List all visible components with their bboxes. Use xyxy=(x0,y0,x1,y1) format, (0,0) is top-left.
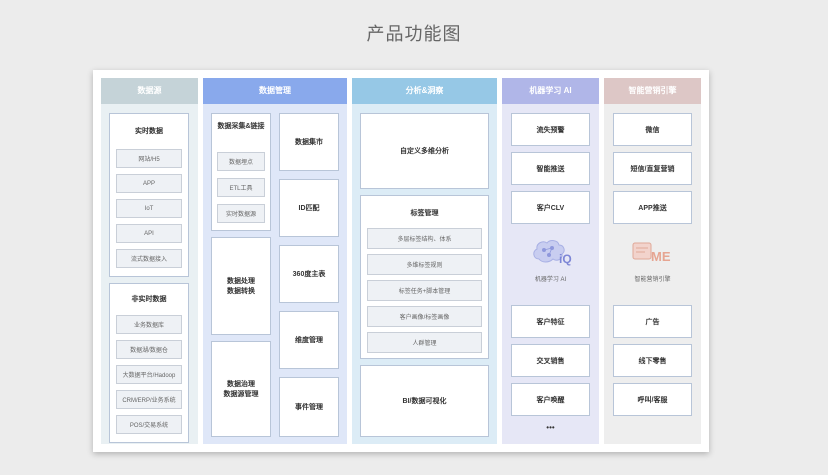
brain-icon: iQ xyxy=(532,240,572,266)
ml-logo: iQ 机器学习 AI xyxy=(502,237,599,283)
tag-mgmt-group: 标签管理 多层标签结构、体系 多维标签规则 标签任务+脚本管理 客户画像/标签画… xyxy=(360,195,489,359)
tag-mgmt-item: 多层标签结构、体系 xyxy=(367,228,482,249)
ads-box: 广告 xyxy=(613,305,692,338)
bi-visualization-box: BI/数据可视化 xyxy=(360,365,489,437)
more-ellipsis: ••• xyxy=(546,423,555,432)
call-service-box: 呼叫/客服 xyxy=(613,383,692,416)
data-collect-group: 数据采集&链接 数据埋点 ETL工具 实时数据源 xyxy=(211,113,271,231)
column-analysis: 分析&洞察 自定义多维分析 标签管理 多层标签结构、体系 多维标签规则 标签任务… xyxy=(352,78,497,444)
offline-data-group: 非实时数据 业务数据库 数据湖/数据仓 大数据平台/Hadoop CRM/ERP… xyxy=(109,283,189,443)
data-collect-item: ETL工具 xyxy=(217,178,265,197)
cross-sell-box: 交叉销售 xyxy=(511,344,590,377)
column-header-analysis: 分析&洞察 xyxy=(352,78,497,104)
column-datamgmt: 数据管理 数据采集&链接 数据埋点 ETL工具 实时数据源 数据处理 数据转换 … xyxy=(203,78,347,444)
ml-logo-caption: 机器学习 AI xyxy=(534,277,567,283)
sms-direct-box: 短信/直复营销 xyxy=(613,152,692,185)
realtime-source-item: 流式数据接入 xyxy=(116,249,182,268)
column-header-ml: 机器学习 AI xyxy=(502,78,599,104)
column-header-datasource: 数据源 xyxy=(101,78,198,104)
realtime-data-title: 实时数据 xyxy=(135,128,163,135)
app-push-box: APP推送 xyxy=(613,191,692,224)
column-ml: 机器学习 AI 流失预警 智能推送 客户CLV iQ 机器学习 AI 客户特征 … xyxy=(502,78,599,444)
realtime-data-group: 实时数据 网站/H5 APP IoT API 流式数据接入 xyxy=(109,113,189,277)
data-collect-item: 实时数据源 xyxy=(217,204,265,223)
column-header-marketing: 智能营销引擎 xyxy=(604,78,701,104)
offline-source-item: 业务数据库 xyxy=(116,315,182,334)
marketing-logo-caption: 智能营销引擎 xyxy=(634,277,671,283)
page-title: 产品功能图 xyxy=(366,24,462,44)
tag-mgmt-item: 多维标签规则 xyxy=(367,254,482,275)
data-govern-box: 数据治理 数据源管理 xyxy=(211,341,271,437)
offline-source-item: 数据湖/数据仓 xyxy=(116,340,182,359)
column-header-datamgmt: 数据管理 xyxy=(203,78,347,104)
offline-source-item: 大数据平台/Hadoop xyxy=(116,365,182,384)
realtime-source-item: IoT xyxy=(116,199,182,218)
tag-mgmt-title: 标签管理 xyxy=(410,210,439,217)
tag-mgmt-item: 标签任务+脚本管理 xyxy=(367,280,482,301)
marketing-logo-mark: ME xyxy=(651,249,671,264)
offline-retail-box: 线下零售 xyxy=(613,344,692,377)
churn-warning-box: 流失预警 xyxy=(511,113,590,146)
realtime-source-item: API xyxy=(116,224,182,243)
marketing-logo: ME 智能营销引擎 xyxy=(604,237,701,283)
data-collect-item: 数据埋点 xyxy=(217,152,265,171)
marketing-engine-icon: ME xyxy=(632,242,671,264)
dimension-mgmt-box: 维度管理 xyxy=(279,311,339,369)
data-collect-title: 数据采集&链接 xyxy=(217,123,265,130)
smart-push-box: 智能推送 xyxy=(511,152,590,185)
offline-data-title: 非实时数据 xyxy=(131,296,167,303)
multi-dim-analysis-box: 自定义多维分析 xyxy=(360,113,489,189)
customer-wakeup-box: 客户唤醒 xyxy=(511,383,590,416)
event-mgmt-box: 事件管理 xyxy=(279,377,339,437)
tag-mgmt-item: 客户画像/标签画像 xyxy=(367,306,482,327)
master-table-box: 360度主表 xyxy=(279,245,339,303)
realtime-source-item: APP xyxy=(116,174,182,193)
data-process-box: 数据处理 数据转换 xyxy=(211,237,271,335)
customer-clv-box: 客户CLV xyxy=(511,191,590,224)
product-function-diagram: 数据源 实时数据 网站/H5 APP IoT API 流式数据接入 非实时数据 … xyxy=(93,70,709,452)
column-datasource: 数据源 实时数据 网站/H5 APP IoT API 流式数据接入 非实时数据 … xyxy=(101,78,198,444)
tag-mgmt-item: 人群管理 xyxy=(367,332,482,353)
offline-source-item: CRM/ERP/业务系统 xyxy=(116,390,182,409)
ml-logo-mark: iQ xyxy=(559,252,572,266)
offline-source-item: POS/交易系统 xyxy=(116,415,182,434)
data-mart-box: 数据集市 xyxy=(279,113,339,171)
column-marketing: 智能营销引擎 微信 短信/直复营销 APP推送 ME 智能营销引擎 广告 线下零… xyxy=(604,78,701,444)
wechat-box: 微信 xyxy=(613,113,692,146)
id-match-box: ID匹配 xyxy=(279,179,339,237)
customer-feature-box: 客户特征 xyxy=(511,305,590,338)
realtime-source-item: 网站/H5 xyxy=(116,149,182,168)
